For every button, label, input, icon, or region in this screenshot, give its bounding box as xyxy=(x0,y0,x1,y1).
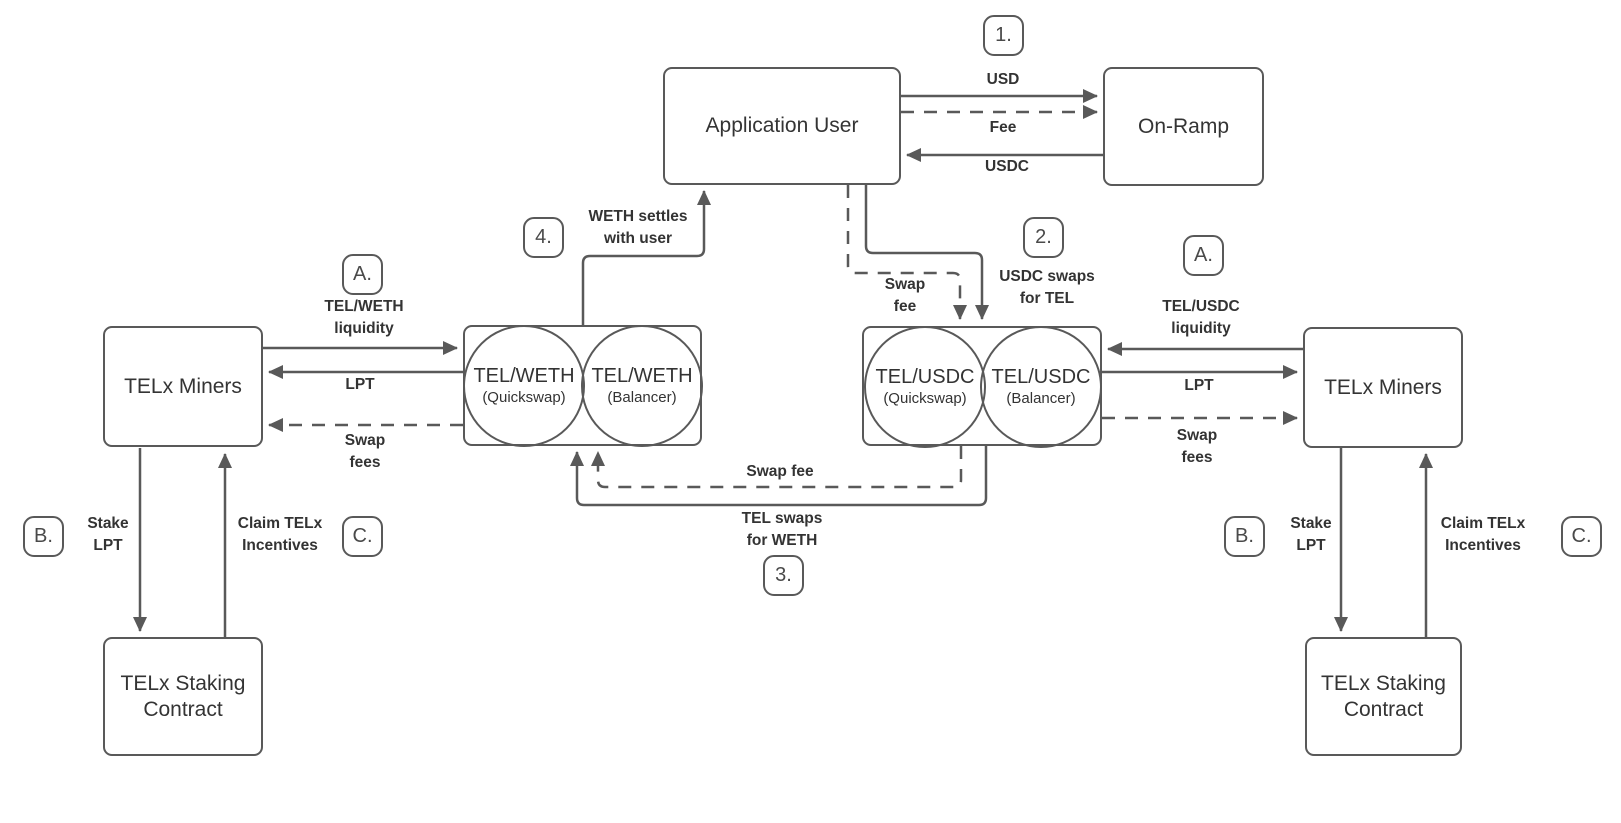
edge-label-swap-fees-right: Swap fees xyxy=(1176,427,1218,466)
badge-c-right: C. xyxy=(1561,516,1602,557)
badge-b-left: B. xyxy=(23,516,64,557)
node-telx-staking-right: TELx Staking Contract xyxy=(1305,637,1462,756)
badge-c-left: C. xyxy=(342,516,383,557)
edge-label-fee: Fee xyxy=(989,119,1017,136)
edge-label-usdc-liquidity: TEL/USDC liquidity xyxy=(1162,298,1240,337)
pool-circle-tel-weth-quickswap: TEL/WETH (Quickswap) xyxy=(463,325,585,447)
badge-a-left: A. xyxy=(342,254,383,295)
edge-label-weth-settles: WETH settles with user xyxy=(588,208,688,247)
edge-label-claim-right: Claim TELx Incentives xyxy=(1440,515,1526,554)
connector-tel-swaps xyxy=(570,446,988,507)
pool-box-tel-usdc: TEL/USDC (Quickswap) TEL/USDC (Balancer) xyxy=(862,326,1102,448)
badge-a-right: A. xyxy=(1183,235,1224,276)
edge-label-usdc: USDC xyxy=(985,158,1029,175)
edge-label-swap-fee-bottom: Swap fee xyxy=(746,463,814,480)
edge-label-lpt-right: LPT xyxy=(1184,377,1214,394)
pool-venue-label: (Quickswap) xyxy=(883,390,967,407)
connector-weth-settles xyxy=(581,190,711,325)
node-telx-staking-left: TELx Staking Contract xyxy=(103,637,263,756)
edge-label-swap-fees-left: Swap fees xyxy=(344,432,386,471)
badge-step-3: 3. xyxy=(763,555,804,596)
node-telx-miners-right: TELx Miners xyxy=(1303,327,1463,448)
pool-pair-label: TEL/USDC xyxy=(991,366,1091,388)
edge-label-tel-swaps: TEL swaps for WETH xyxy=(741,510,823,549)
badge-step-4: 4. xyxy=(523,217,564,258)
edge-label-swap-fee-mid: Swap fee xyxy=(884,276,926,315)
connector-swap-fee-mid xyxy=(846,185,967,320)
node-on-ramp: On-Ramp xyxy=(1103,67,1264,186)
badge-step-2: 2. xyxy=(1023,217,1064,258)
connector-usdc-swaps xyxy=(864,185,989,320)
edge-label-usdc-swaps: USDC swaps for TEL xyxy=(999,268,1095,307)
pool-venue-label: (Balancer) xyxy=(1006,390,1076,407)
pool-pair-label: TEL/WETH xyxy=(591,365,693,387)
badge-b-right: B. xyxy=(1224,516,1265,557)
pool-circle-tel-usdc-quickswap: TEL/USDC (Quickswap) xyxy=(864,326,986,448)
edge-label-stake-lpt-right: Stake LPT xyxy=(1290,515,1332,554)
edge-label-lpt-left: LPT xyxy=(345,376,375,393)
pool-venue-label: (Balancer) xyxy=(607,389,677,406)
edge-label-weth-liquidity: TEL/WETH liquidity xyxy=(324,298,404,337)
edge-label-claim-left: Claim TELx Incentives xyxy=(237,515,323,554)
pool-circle-tel-usdc-balancer: TEL/USDC (Balancer) xyxy=(980,326,1102,448)
badge-step-1: 1. xyxy=(983,15,1024,56)
node-telx-miners-left: TELx Miners xyxy=(103,326,263,447)
pool-pair-label: TEL/WETH xyxy=(473,365,575,387)
edge-label-stake-lpt-left: Stake LPT xyxy=(87,515,129,554)
pool-venue-label: (Quickswap) xyxy=(482,389,566,406)
node-application-user: Application User xyxy=(663,67,901,185)
pool-box-tel-weth: TEL/WETH (Quickswap) TEL/WETH (Balancer) xyxy=(463,325,703,447)
edge-label-usd: USD xyxy=(986,71,1020,88)
connector-swap-fee-bottom xyxy=(591,446,963,489)
pool-pair-label: TEL/USDC xyxy=(875,366,975,388)
pool-circle-tel-weth-balancer: TEL/WETH (Balancer) xyxy=(581,325,703,447)
